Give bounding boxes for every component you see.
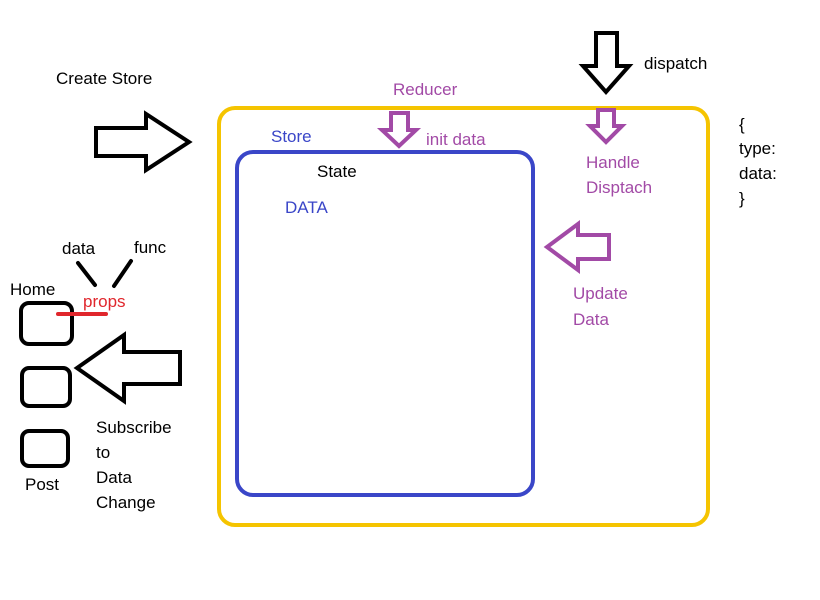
subscribe-label-line1: Subscribe: [96, 418, 172, 437]
reducer-arrow-icon: [376, 111, 422, 149]
update-data-label-line2: Data: [573, 310, 609, 329]
create-store-label: Create Store: [56, 69, 152, 88]
subscribe-arrow-icon: [73, 331, 182, 405]
handle-dispatch-label-line1: Handle: [586, 153, 640, 172]
subscribe-label-line2: to: [96, 443, 110, 462]
store-box: [217, 106, 710, 527]
update-data-arrow-icon: [543, 220, 611, 274]
post-label: Post: [25, 475, 59, 494]
reducer-label: Reducer: [393, 80, 458, 99]
store-label: Store: [271, 127, 312, 146]
func-label: func: [134, 238, 167, 257]
dispatch-label: dispatch: [644, 54, 707, 73]
state-label: State: [317, 162, 357, 181]
action-data-label: data:: [739, 164, 777, 183]
action-close-brace: }: [739, 189, 745, 208]
subscribe-label-line4: Change: [96, 493, 156, 512]
handle-dispatch-arrow-icon: [585, 108, 627, 145]
state-box: [235, 150, 535, 497]
home-label: Home: [10, 280, 55, 299]
middle-component-box: [20, 366, 72, 408]
action-type-label: type:: [739, 139, 776, 158]
create-store-arrow-icon: [94, 110, 193, 174]
data-connector-line: [76, 261, 97, 287]
func-connector-line: [112, 259, 133, 288]
post-component-box: [20, 429, 70, 468]
init-data-label: init data: [426, 130, 486, 149]
handle-dispatch-label-line2: Disptach: [586, 178, 652, 197]
home-component-box: [19, 301, 74, 346]
subscribe-label-line3: Data: [96, 468, 132, 487]
data-label: data: [62, 239, 96, 258]
update-data-label-line1: Update: [573, 284, 628, 303]
dispatch-arrow-icon: [578, 31, 634, 96]
props-label: props: [83, 292, 126, 311]
action-open-brace: {: [739, 115, 745, 134]
state-data-label: DATA: [285, 198, 328, 217]
